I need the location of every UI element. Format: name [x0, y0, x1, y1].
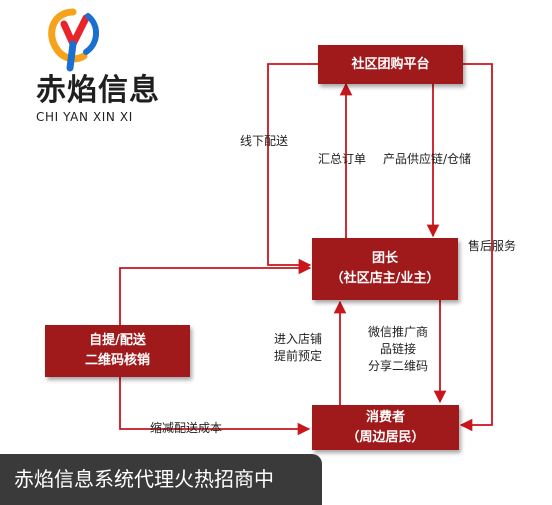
node-selfpick-line2: 二维码核销 — [84, 353, 150, 368]
label-enter-store-2: 提前预定 — [273, 349, 322, 363]
node-selfpick-line1: 自提/配送 — [89, 333, 146, 348]
brand-name-cn: 赤焰信息 — [36, 73, 160, 108]
node-group-leader: 团长 （社区店主/业主） — [312, 238, 458, 300]
edge-reduce-cost — [119, 377, 311, 436]
label-offline-delivery: 线下配送 — [240, 134, 289, 148]
edge-offline-delivery — [267, 63, 318, 272]
node-consumer-line1: 消费者 — [365, 409, 405, 425]
label-wechat-3: 分享二维码 — [367, 359, 428, 373]
promo-banner: 赤焰信息系统代理火热招商中 — [0, 454, 322, 505]
node-platform-label: 社区团购平台 — [351, 56, 430, 72]
edge-selfpick-to-leader — [119, 261, 312, 325]
label-wechat-promo: 微信推广商 品链接 分享二维码 — [362, 324, 434, 375]
edge-after-sales — [459, 63, 493, 432]
label-after-sales: 售后服务 — [468, 239, 517, 253]
label-enter-store: 进入店铺 提前预定 — [262, 331, 334, 365]
node-platform: 社区团购平台 — [318, 45, 463, 84]
chiyan-logo-icon — [48, 8, 99, 72]
label-enter-store-1: 进入店铺 — [273, 332, 322, 346]
label-product-supply: 产品供应链/仓储 — [383, 152, 472, 166]
node-leader-line1: 团长 — [371, 251, 398, 266]
node-self-pickup: 自提/配送 二维码核销 — [45, 325, 190, 377]
node-leader-line2: （社区店主/业主） — [330, 271, 440, 286]
label-wechat-1: 微信推广商 — [367, 325, 428, 339]
label-reduce-cost: 缩减配送成本 — [150, 421, 223, 435]
brand-name-en: CHI YAN XIN XI — [36, 110, 133, 124]
label-summary-orders: 汇总订单 — [318, 152, 367, 166]
node-consumer: 消费者 （周边居民） — [312, 405, 459, 450]
label-wechat-2: 品链接 — [379, 342, 416, 356]
node-consumer-line2: （周边居民） — [346, 429, 425, 445]
